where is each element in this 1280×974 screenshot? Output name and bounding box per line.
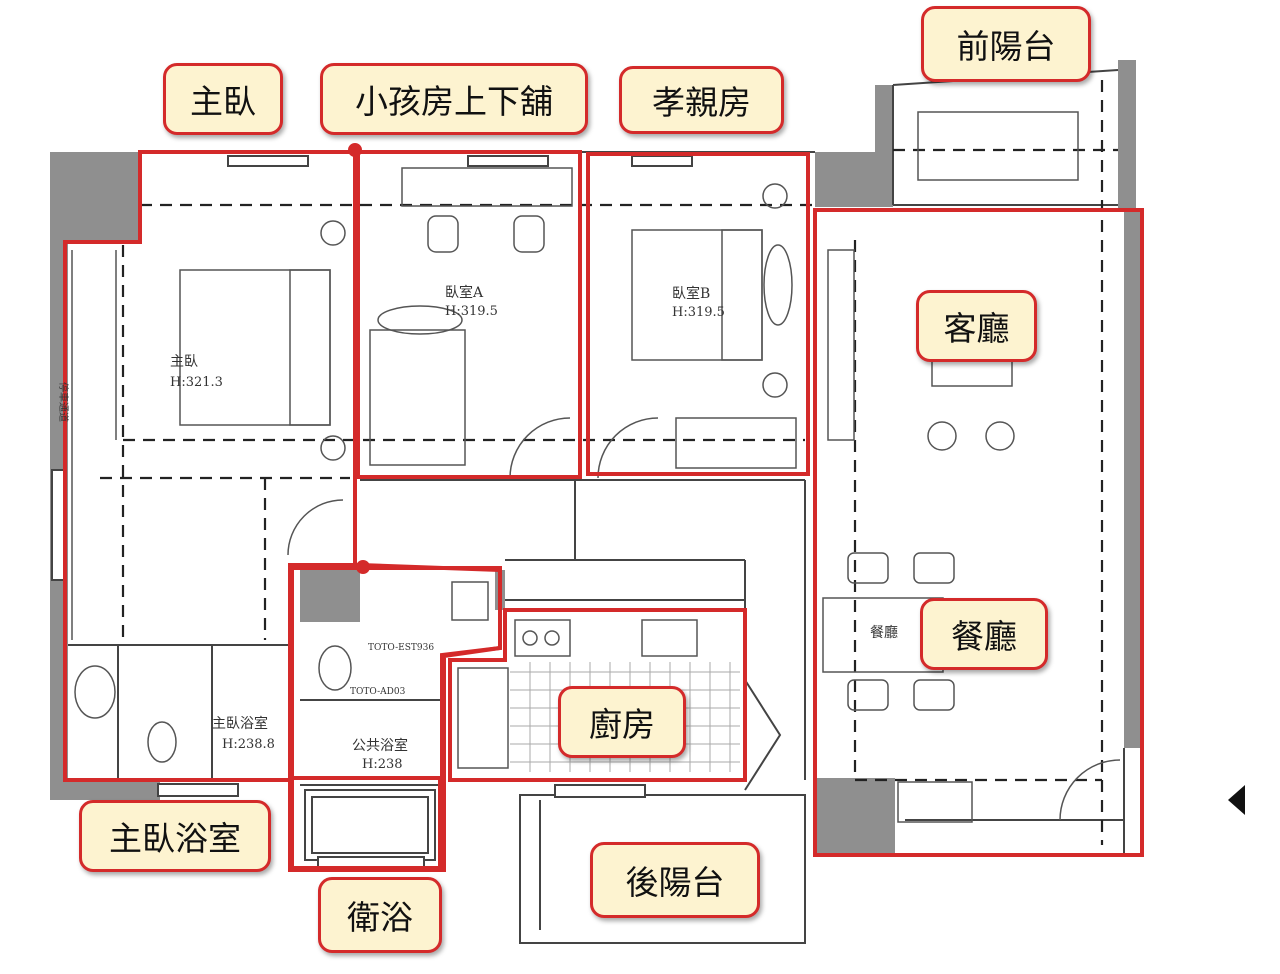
zone-parents-room (586, 152, 810, 476)
plan-labels: 主臥 H:321.3 臥室A H:319.5 臥室B H:319.5 主臥浴室 … (57, 284, 898, 772)
plan-text-room-b: 臥室B (672, 285, 710, 302)
label-front-balcony: 前陽台 (921, 6, 1091, 82)
label-parents-room: 孝親房 (619, 66, 784, 134)
label-kitchen: 廚房 (558, 686, 686, 758)
zone-kids-room (356, 150, 582, 479)
plan-text-master-height: H:321.3 (170, 375, 223, 390)
zone-outlines (63, 143, 1144, 870)
label-kids-room: 小孩房上下舖 (320, 63, 588, 135)
zone-kitchen (448, 608, 747, 782)
plan-text-toilet-2: TOTO-AD03 (350, 687, 406, 697)
zone-living-dining (813, 208, 1144, 857)
plan-text-dining: 餐廳 (870, 624, 898, 641)
zone-master-bedroom (63, 150, 357, 782)
entrance-arrow-icon (1228, 785, 1245, 815)
label-bathroom: 衛浴 (318, 877, 442, 953)
zone-bathroom-outer (288, 566, 502, 872)
label-master-bath: 主臥浴室 (79, 800, 271, 872)
plan-text-master-bath-height: H:238.8 (222, 737, 275, 752)
plan-text-master-bath: 主臥浴室 (212, 715, 268, 732)
label-master-bedroom: 主臥 (163, 63, 283, 135)
label-dining-room: 餐廳 (920, 598, 1048, 670)
plan-text-master: 主臥 (170, 354, 198, 370)
plan-text-room-a-height: H:319.5 (445, 304, 498, 319)
plan-text-room-a: 臥室A (445, 284, 484, 301)
beam-lines (100, 80, 1118, 845)
plan-text-vertical-note: 停車通道 (57, 382, 70, 422)
furniture (71, 111, 1121, 823)
label-living-room: 客廳 (916, 290, 1037, 362)
plan-text-toilet-1: TOTO-EST936 (368, 643, 434, 653)
plan-text-room-b-height: H:319.5 (672, 305, 725, 320)
label-rear-balcony: 後陽台 (590, 842, 760, 918)
plan-text-public-bath-height: H:238 (362, 757, 403, 772)
plan-text-public-bath: 公共浴室 (352, 737, 408, 754)
